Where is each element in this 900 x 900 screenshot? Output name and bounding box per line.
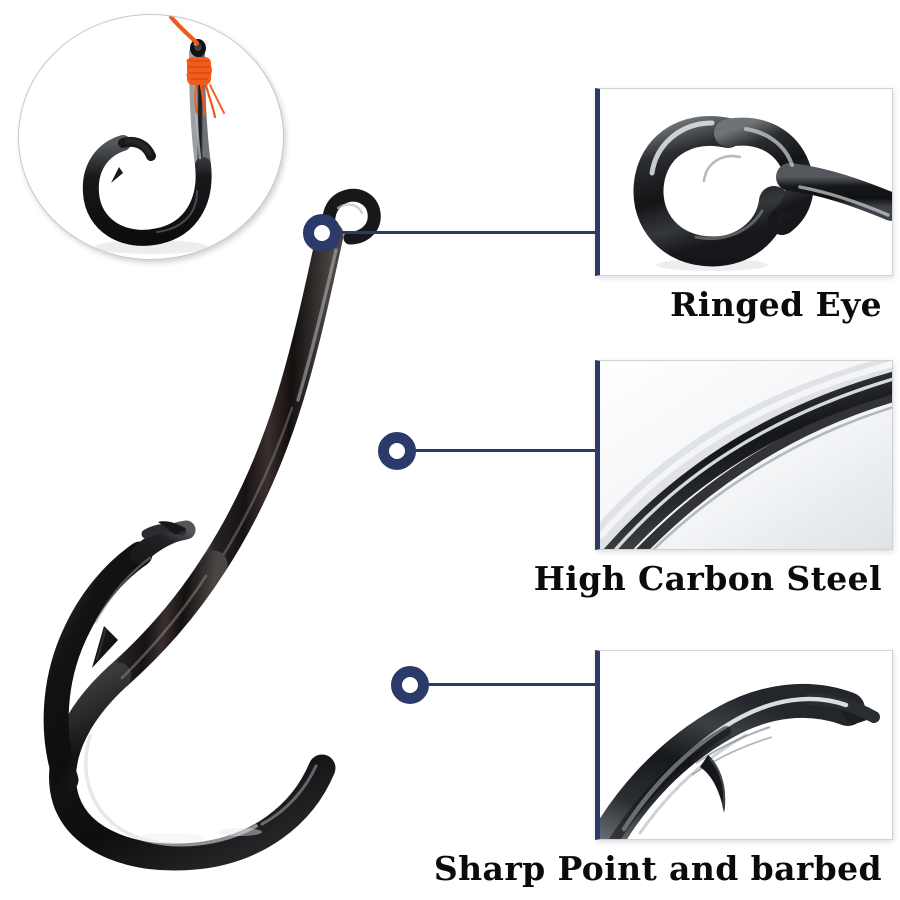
label-high-carbon-steel: High Carbon Steel bbox=[533, 559, 882, 598]
barbed-point-closeup-graphic bbox=[600, 684, 880, 839]
steel-shank-closeup-graphic bbox=[600, 361, 892, 549]
thumbnail-panel-ringed-eye[interactable] bbox=[595, 88, 893, 276]
callout-marker-sharp-point-barbed[interactable] bbox=[391, 666, 429, 704]
callout-marker-high-carbon-steel[interactable] bbox=[378, 432, 416, 470]
rigged-hook-inset bbox=[18, 14, 284, 260]
connector-line-sharp-point-barbed bbox=[428, 683, 598, 686]
hook-body bbox=[43, 221, 344, 871]
callout-marker-ringed-eye[interactable] bbox=[303, 214, 341, 252]
hook-highlights bbox=[84, 248, 338, 847]
connector-line-ringed-eye bbox=[340, 231, 598, 234]
ringed-eye-closeup-graphic bbox=[633, 116, 892, 271]
connector-line-high-carbon-steel bbox=[415, 449, 598, 452]
main-circle-hook bbox=[0, 140, 520, 900]
orange-rig-line bbox=[168, 15, 225, 119]
thumbnail-panel-high-carbon-steel[interactable] bbox=[595, 360, 893, 550]
label-sharp-point-barbed: Sharp Point and barbed bbox=[433, 849, 882, 888]
thumbnail-panel-sharp-point-barbed[interactable] bbox=[595, 650, 893, 840]
label-ringed-eye: Ringed Eye bbox=[670, 285, 882, 324]
